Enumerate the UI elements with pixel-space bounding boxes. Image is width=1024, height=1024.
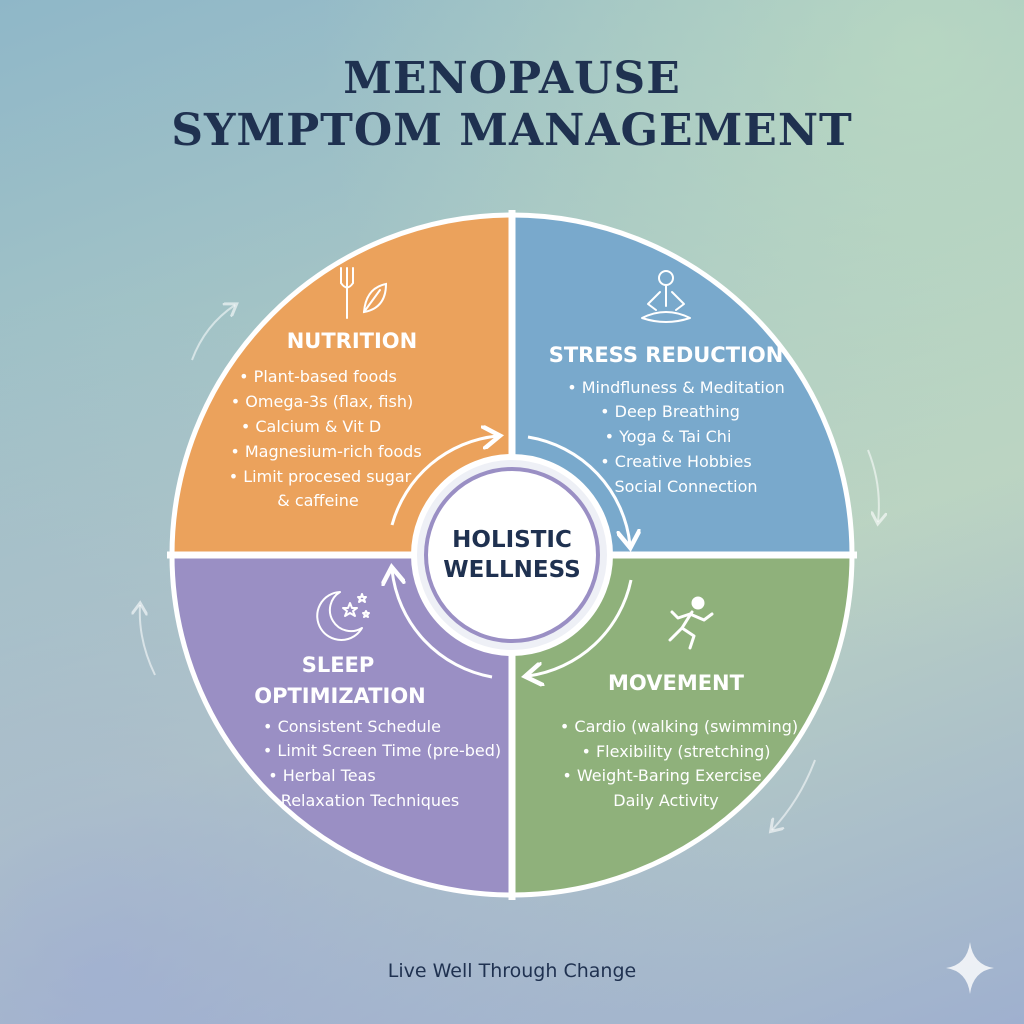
movement-list: • Cardio (walking (swimming) • Flexibili… — [560, 717, 798, 810]
nutrition-item: • Plant-based foods — [239, 367, 397, 386]
stress-list: • Mindfluness & Meditation • Deep Breath… — [567, 378, 785, 496]
center-label-line-2: WELLNESS — [443, 557, 580, 583]
cycle-arrow-top — [390, 436, 497, 526]
sleep-list: • Consistent Schedule • Limit Screen Tim… — [263, 717, 501, 810]
sleep-item: Relaxation Techniques — [281, 791, 459, 810]
movement-item: • Weight-Baring Exercise — [562, 766, 761, 785]
cycle-arrow-right — [527, 435, 630, 545]
nutrition-list: • Plant-based foods • Omega-3s (flax, fi… — [229, 367, 422, 510]
movement-item: Daily Activity — [613, 791, 718, 810]
nutrition-item: • Magnesium-rich foods — [230, 442, 421, 461]
cycle-arrow-bottom — [528, 579, 633, 676]
stress-item: • Deep Breathing — [600, 402, 740, 421]
nutrition-item: • Limit procesed sugar — [229, 467, 412, 486]
movement-item: • Cardio (walking (swimming) — [560, 717, 798, 736]
outer-arrow-top-left — [191, 305, 235, 361]
footer-tagline: Live Well Through Change — [387, 960, 637, 982]
cycle-arrow-left — [392, 570, 493, 679]
outer-arrow-bottom-right — [772, 759, 816, 830]
page-title-line-1: MENOPAUSE — [343, 53, 681, 104]
nutrition-title: NUTRITION — [287, 329, 418, 353]
wheel-outline — [169, 212, 855, 898]
nutrition-item: • Omega-3s (flax, fish) — [231, 392, 413, 411]
center-label-line-1: HOLISTIC — [452, 527, 572, 553]
stress-title: STRESS REDUCTION — [549, 343, 784, 367]
nutrition-item: • Calcium & Vit D — [241, 417, 381, 436]
fork-leaf-icon — [340, 267, 388, 319]
stress-item: Social Connection — [614, 477, 757, 496]
sleep-item: • Limit Screen Time (pre-bed) — [263, 741, 501, 760]
meditation-icon — [641, 270, 691, 323]
center-hub — [424, 467, 600, 643]
moon-stars-icon — [316, 591, 370, 641]
stress-item: • Mindfluness & Meditation — [567, 378, 785, 397]
outer-arrow-right — [867, 449, 879, 522]
sleep-item: • Herbal Teas — [268, 766, 376, 785]
sleep-title-line-2: OPTIMIZATION — [254, 684, 426, 708]
movement-item: • Flexibility (stretching) — [581, 742, 770, 761]
movement-title: MOVEMENT — [608, 671, 745, 695]
running-person-icon — [668, 596, 714, 650]
sleep-item: • Consistent Schedule — [263, 717, 441, 736]
stress-item: • Yoga & Tai Chi — [605, 427, 732, 446]
sparkle-icon — [946, 942, 994, 994]
sleep-title-line-1: SLEEP — [302, 653, 375, 677]
nutrition-item: & caffeine — [277, 491, 358, 510]
page-title-line-2: SYMPTOM MANAGEMENT — [171, 105, 853, 156]
outer-arrow-left — [140, 605, 156, 676]
stress-item: • Creative Hobbies — [600, 452, 751, 471]
